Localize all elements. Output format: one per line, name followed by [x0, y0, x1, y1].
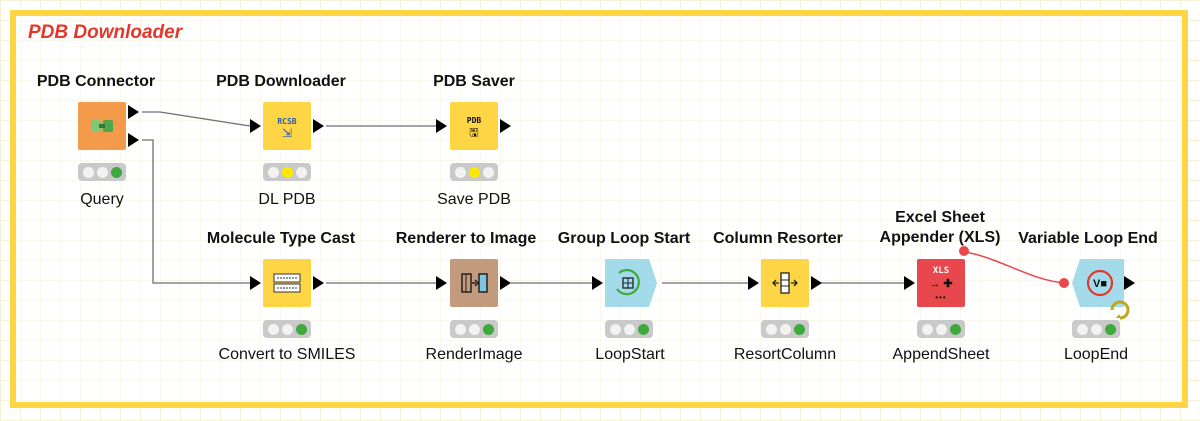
node-status-lights	[450, 320, 498, 338]
input-port[interactable]	[250, 119, 261, 133]
input-port[interactable]	[592, 276, 603, 290]
xls-append-icon: XLS → ✚ •••	[929, 266, 953, 302]
node-status-lights	[263, 163, 311, 181]
node-label-molecule-type-cast[interactable]: Convert to SMILES	[218, 346, 356, 363]
render-image-icon	[461, 273, 488, 293]
database-connector-icon	[91, 120, 113, 132]
column-resort-icon	[772, 272, 798, 294]
pdb-save-icon: PDB 🖫	[466, 116, 482, 139]
workflow-annotation[interactable]: PDB Downloader	[10, 10, 1188, 408]
output-port[interactable]	[128, 105, 139, 119]
input-port[interactable]	[436, 119, 447, 133]
rcsb-download-icon: RCSB ⇲	[277, 116, 297, 140]
output-port[interactable]	[500, 119, 511, 133]
output-port[interactable]	[128, 133, 139, 147]
loop-refresh-icon	[1110, 300, 1130, 320]
input-port[interactable]	[748, 276, 759, 290]
output-port[interactable]	[313, 276, 324, 290]
type-cast-icon	[273, 273, 301, 293]
node-label-excel-sheet-appender[interactable]: AppendSheet	[892, 346, 990, 363]
node-title-variable-loop-end[interactable]: Variable Loop End	[1018, 230, 1158, 247]
node-label-pdb-saver[interactable]: Save PDB	[437, 191, 511, 208]
node-renderer-to-image[interactable]	[450, 259, 498, 307]
node-title-pdb-connector[interactable]: PDB Connector	[36, 73, 156, 90]
node-pdb-downloader[interactable]: RCSB ⇲	[263, 102, 311, 150]
node-title-column-resorter[interactable]: Column Resorter	[713, 230, 843, 247]
node-status-lights	[761, 320, 809, 338]
node-label-column-resorter[interactable]: ResortColumn	[733, 346, 837, 363]
node-label-variable-loop-end[interactable]: LoopEnd	[1063, 346, 1129, 363]
node-status-lights	[263, 320, 311, 338]
input-port[interactable]	[904, 276, 915, 290]
flow-variable-output-port[interactable]	[959, 246, 969, 256]
node-title-renderer-to-image[interactable]: Renderer to Image	[395, 230, 537, 247]
node-title-pdb-downloader[interactable]: PDB Downloader	[216, 73, 346, 90]
node-variable-loop-end[interactable]: V■	[1072, 259, 1124, 307]
output-port[interactable]	[313, 119, 324, 133]
node-label-renderer-to-image[interactable]: RenderImage	[425, 346, 523, 363]
node-title-pdb-saver[interactable]: PDB Saver	[433, 73, 515, 90]
output-port[interactable]	[1124, 276, 1135, 290]
output-port[interactable]	[500, 276, 511, 290]
flow-variable-wire[interactable]	[964, 251, 1065, 284]
node-title-molecule-type-cast[interactable]: Molecule Type Cast	[206, 230, 356, 247]
node-status-lights	[605, 320, 653, 338]
node-status-lights	[1072, 320, 1120, 338]
node-molecule-type-cast[interactable]	[263, 259, 311, 307]
node-status-lights	[450, 163, 498, 181]
node-title-group-loop-start[interactable]: Group Loop Start	[557, 230, 691, 247]
node-column-resorter[interactable]	[761, 259, 809, 307]
node-label-pdb-downloader[interactable]: DL PDB	[258, 191, 316, 208]
input-port[interactable]	[250, 276, 261, 290]
annotation-title: PDB Downloader	[28, 22, 183, 43]
wire-connector-downloader[interactable]	[142, 111, 251, 127]
node-status-lights	[78, 163, 126, 181]
node-group-loop-start[interactable]	[605, 259, 657, 307]
node-label-group-loop-start[interactable]: LoopStart	[595, 346, 665, 363]
wire-connector-typecast[interactable]	[142, 139, 250, 284]
node-excel-sheet-appender[interactable]: XLS → ✚ •••	[917, 259, 965, 307]
input-port[interactable]	[436, 276, 447, 290]
node-pdb-connector[interactable]	[78, 102, 126, 150]
node-label-pdb-connector[interactable]: Query	[80, 191, 124, 208]
flow-variable-input-port[interactable]	[1059, 278, 1069, 288]
node-pdb-saver[interactable]: PDB 🖫	[450, 102, 498, 150]
svg-text:V■: V■	[1093, 278, 1107, 290]
output-port[interactable]	[811, 276, 822, 290]
node-status-lights	[917, 320, 965, 338]
node-title-excel-sheet-appender[interactable]: Excel Sheet Appender (XLS)	[879, 209, 1001, 246]
